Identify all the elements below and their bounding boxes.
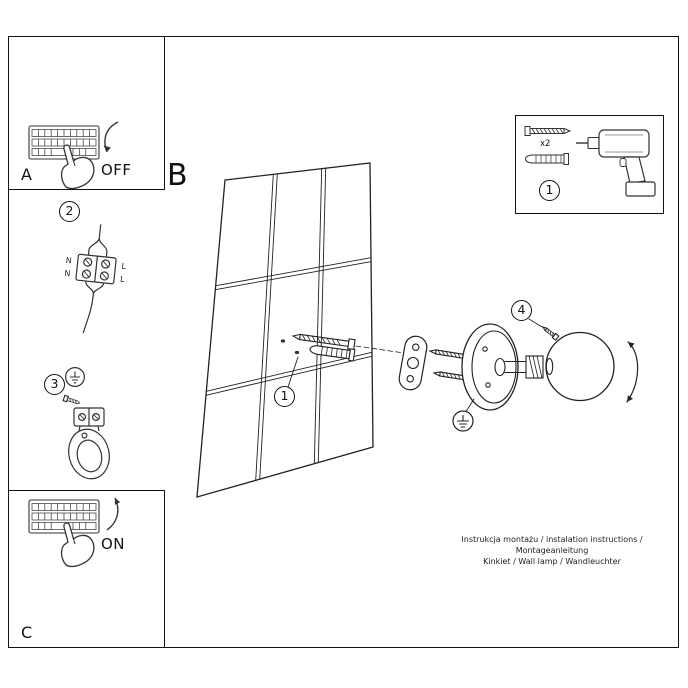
lamp-wires <box>82 280 105 334</box>
step-2-badge: 2 <box>59 201 80 222</box>
glass-shade <box>545 331 615 402</box>
wall <box>196 162 374 498</box>
screw-icon <box>524 124 572 138</box>
step-3-badge: 3 <box>44 374 65 395</box>
wall-plug-icon <box>524 152 572 166</box>
drill-hole <box>280 339 286 343</box>
ground-symbol-icon <box>64 366 86 388</box>
canopy <box>461 323 544 411</box>
lamp-socket <box>525 355 544 379</box>
hand-icon <box>55 139 99 191</box>
terminal-label-n-bottom: N <box>64 269 71 279</box>
footer-text: Instrukcja montażu / instalation instruc… <box>428 534 676 567</box>
terminal-label-n-top: N <box>65 256 72 266</box>
terminal-label-l-top: L <box>121 262 127 271</box>
set-screw-icon <box>541 326 560 341</box>
terminal-label-l-bottom: L <box>120 275 126 284</box>
press-arrow-icon <box>103 121 119 153</box>
power-state-label: ON <box>101 535 126 553</box>
section-c-label: C <box>21 623 33 642</box>
footer-line-2: Kinkiet / Wall lamp / Wandleuchter <box>483 557 621 566</box>
wall-anchor-icon <box>309 345 356 362</box>
callout-4-badge: 4 <box>511 300 532 321</box>
bracket-terminal-figure <box>62 394 110 480</box>
press-arrow-icon <box>106 497 121 531</box>
section-b-label: B <box>167 158 188 193</box>
terminal-screw-icon <box>62 394 81 405</box>
hardware-kit-box: x2 1 <box>515 115 664 214</box>
lamp-stem <box>504 360 527 374</box>
footer-line-1: Instrukcja montażu / instalation instruc… <box>461 535 643 555</box>
hand-icon <box>55 517 99 569</box>
power-on-panel: ON C <box>8 490 165 648</box>
wall-tile-joints <box>205 167 373 481</box>
drill-hole <box>294 350 300 355</box>
wiring-diagram: N L N L <box>64 224 127 334</box>
callout-1-leader <box>287 356 299 388</box>
rotate-arrow-icon <box>626 341 639 403</box>
supply-wires <box>87 224 108 258</box>
wall-bracket-ring <box>68 428 110 480</box>
section-a-label: A <box>21 165 32 184</box>
kit-step-badge: 1 <box>539 180 560 201</box>
ground-terminal <box>452 398 475 432</box>
alignment-line <box>355 345 405 354</box>
power-off-panel: OFF A <box>8 36 165 190</box>
mounting-bracket <box>398 335 428 391</box>
callout-4-leader <box>528 318 543 328</box>
callout-1-badge: 1 <box>274 386 295 407</box>
drill-icon <box>574 122 660 208</box>
power-state-label: OFF <box>101 161 132 179</box>
screw-quantity: x2 <box>540 139 551 149</box>
